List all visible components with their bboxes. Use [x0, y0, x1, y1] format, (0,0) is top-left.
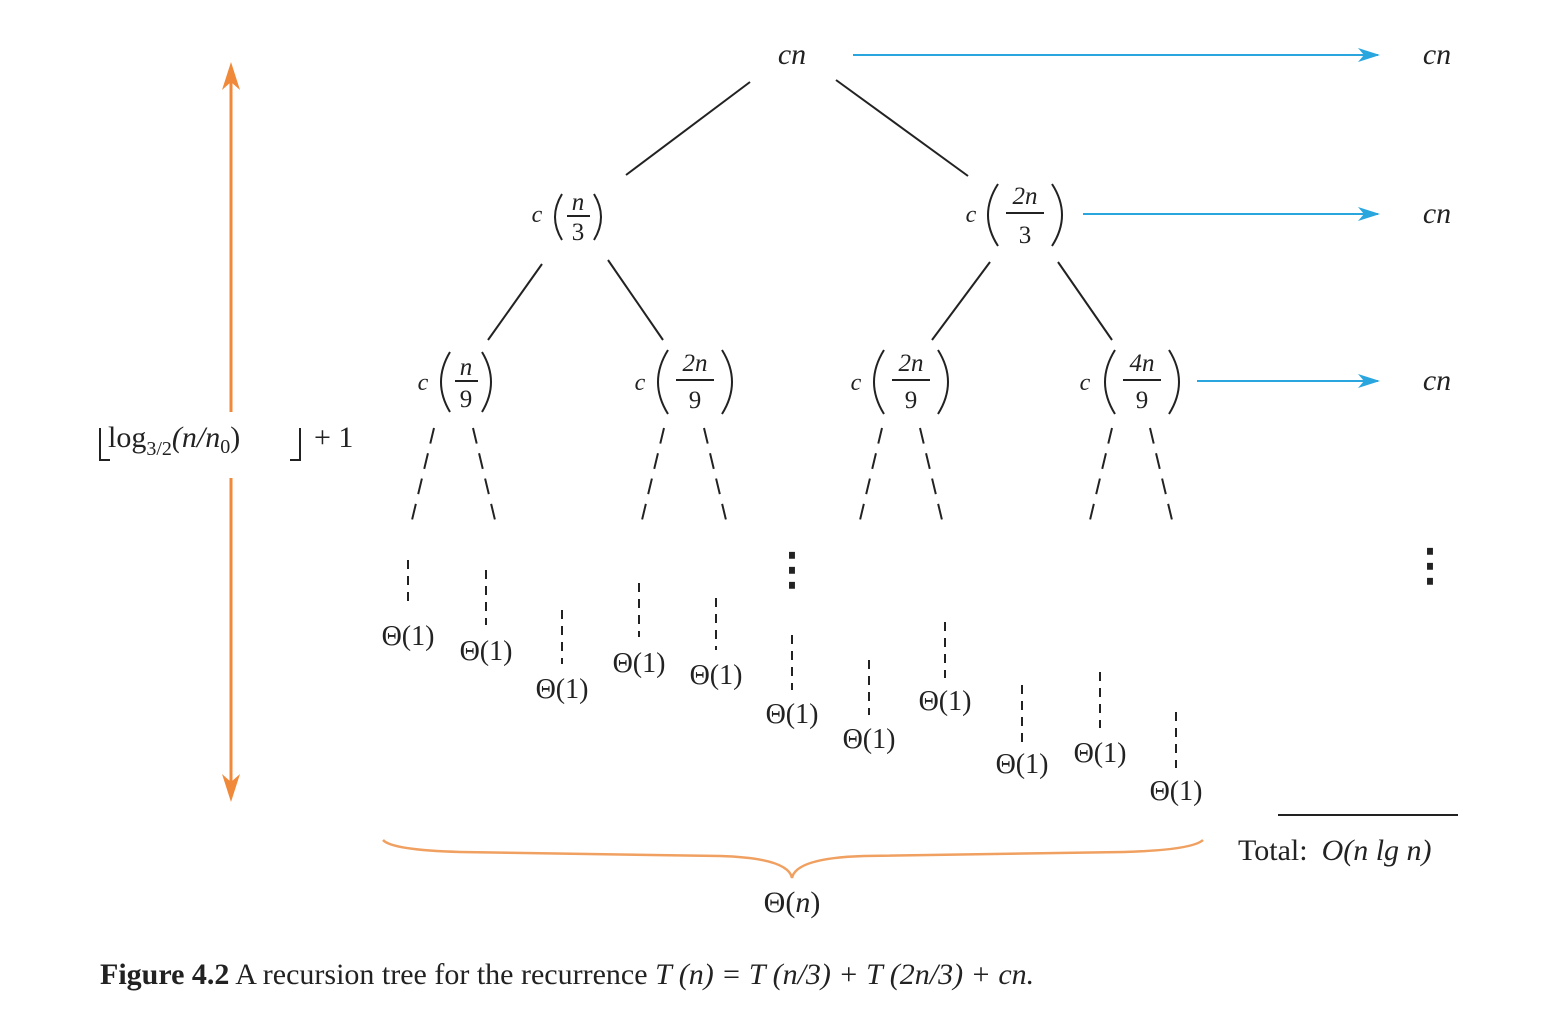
leaf-theta-1: Θ(1)	[1074, 738, 1127, 769]
leaf-theta-1: Θ(1)	[536, 674, 589, 705]
leaf-theta-1: Θ(1)	[460, 636, 513, 667]
level2-node-4: c 4n 9	[1080, 349, 1180, 415]
floor-left	[99, 428, 110, 461]
edge-root-right	[835, 79, 969, 177]
row-sum-1: cn	[1423, 38, 1451, 71]
width-brace	[382, 838, 1204, 879]
numerator: 4n	[1130, 350, 1155, 377]
root-node: cn	[778, 38, 806, 71]
numerator: n	[572, 189, 585, 216]
height-arrow-up-head	[222, 62, 240, 90]
level1-right-node: c 2n 3	[966, 183, 1063, 249]
total-label: Total:O(n lg n)	[1238, 834, 1432, 867]
leaves: Θ(1) Θ(1) Θ(1) Θ(1) Θ(1) Θ(1) Θ(1) Θ(1) Θ(1) Θ(1)…	[382, 560, 1203, 807]
tree-height-label: log3/2(n/n0) + 1	[99, 421, 353, 461]
denominator: 9	[905, 387, 918, 414]
dashed-edge	[1149, 427, 1173, 521]
left-paren	[554, 193, 563, 241]
left-paren	[987, 183, 999, 247]
level2-node-1: c n 9	[418, 351, 492, 413]
numerator: 2n	[899, 350, 924, 377]
numerator: 2n	[683, 350, 708, 377]
left-paren	[440, 351, 451, 413]
edge-l1right-a	[931, 261, 991, 341]
level2-node-3: c 2n 9	[851, 349, 949, 415]
right-paren	[593, 193, 602, 241]
denominator: 9	[1136, 387, 1149, 414]
coef-c: c	[635, 370, 646, 396]
leaf-theta-1: Θ(1)	[382, 621, 435, 652]
leaf-theta-1: Θ(1)	[690, 660, 743, 691]
edge-l1left-a	[487, 263, 543, 341]
coef-c: c	[1080, 370, 1091, 396]
numerator: n	[460, 354, 473, 381]
right-paren	[1168, 349, 1180, 415]
leaf-theta-1: Θ(1)	[996, 749, 1049, 780]
level1-left-node: c n 3	[532, 189, 602, 246]
numerator: 2n	[1013, 183, 1038, 210]
leaf-theta-1: Θ(1)	[1150, 776, 1203, 807]
middle-ellipsis: ⋮	[770, 545, 814, 594]
height-log: log3/2(n/n0)	[108, 421, 240, 460]
dashed-edge	[472, 427, 496, 521]
width-label: Θ(n)	[764, 886, 821, 919]
edge-l1right-b	[1057, 261, 1113, 341]
root-label: cn	[778, 38, 806, 71]
right-paren	[721, 349, 733, 415]
dashed-edge	[703, 427, 727, 521]
leaf-theta-1: Θ(1)	[843, 724, 896, 755]
leaf-theta-1: Θ(1)	[613, 648, 666, 679]
right-paren	[481, 351, 492, 413]
level2-node-2: c 2n 9	[635, 349, 733, 415]
row-sum-3: cn	[1423, 364, 1451, 397]
dashed-edge	[919, 427, 943, 521]
edge-root-left	[625, 81, 751, 176]
leaf-theta-1: Θ(1)	[766, 699, 819, 730]
coef-c: c	[418, 370, 429, 396]
height-plus-one: + 1	[314, 421, 353, 454]
dashed-edge	[641, 427, 665, 521]
floor-right	[290, 428, 301, 461]
edge-l1left-b	[607, 259, 664, 341]
dashed-edge	[411, 427, 435, 521]
denominator: 3	[572, 219, 585, 246]
coef-c: c	[851, 370, 862, 396]
coef-c: c	[532, 202, 543, 228]
figure-caption: Figure 4.2 A recursion tree for the recu…	[100, 958, 1034, 991]
right-paren	[937, 349, 949, 415]
dashed-edge	[1089, 427, 1113, 521]
coef-c: c	[966, 202, 977, 228]
leaf-theta-1: Θ(1)	[919, 686, 972, 717]
left-paren	[873, 349, 885, 415]
dashed-edge	[859, 427, 883, 521]
row-sum-ellipsis: ⋮	[1408, 541, 1452, 590]
denominator: 3	[1019, 222, 1032, 249]
denominator: 9	[689, 387, 702, 414]
left-paren	[1104, 349, 1116, 415]
height-arrow-down-head	[222, 774, 240, 802]
denominator: 9	[460, 386, 473, 413]
left-paren	[657, 349, 669, 415]
right-paren	[1051, 183, 1063, 247]
dashed-edges	[411, 427, 1173, 521]
row-sum-2: cn	[1423, 197, 1451, 230]
